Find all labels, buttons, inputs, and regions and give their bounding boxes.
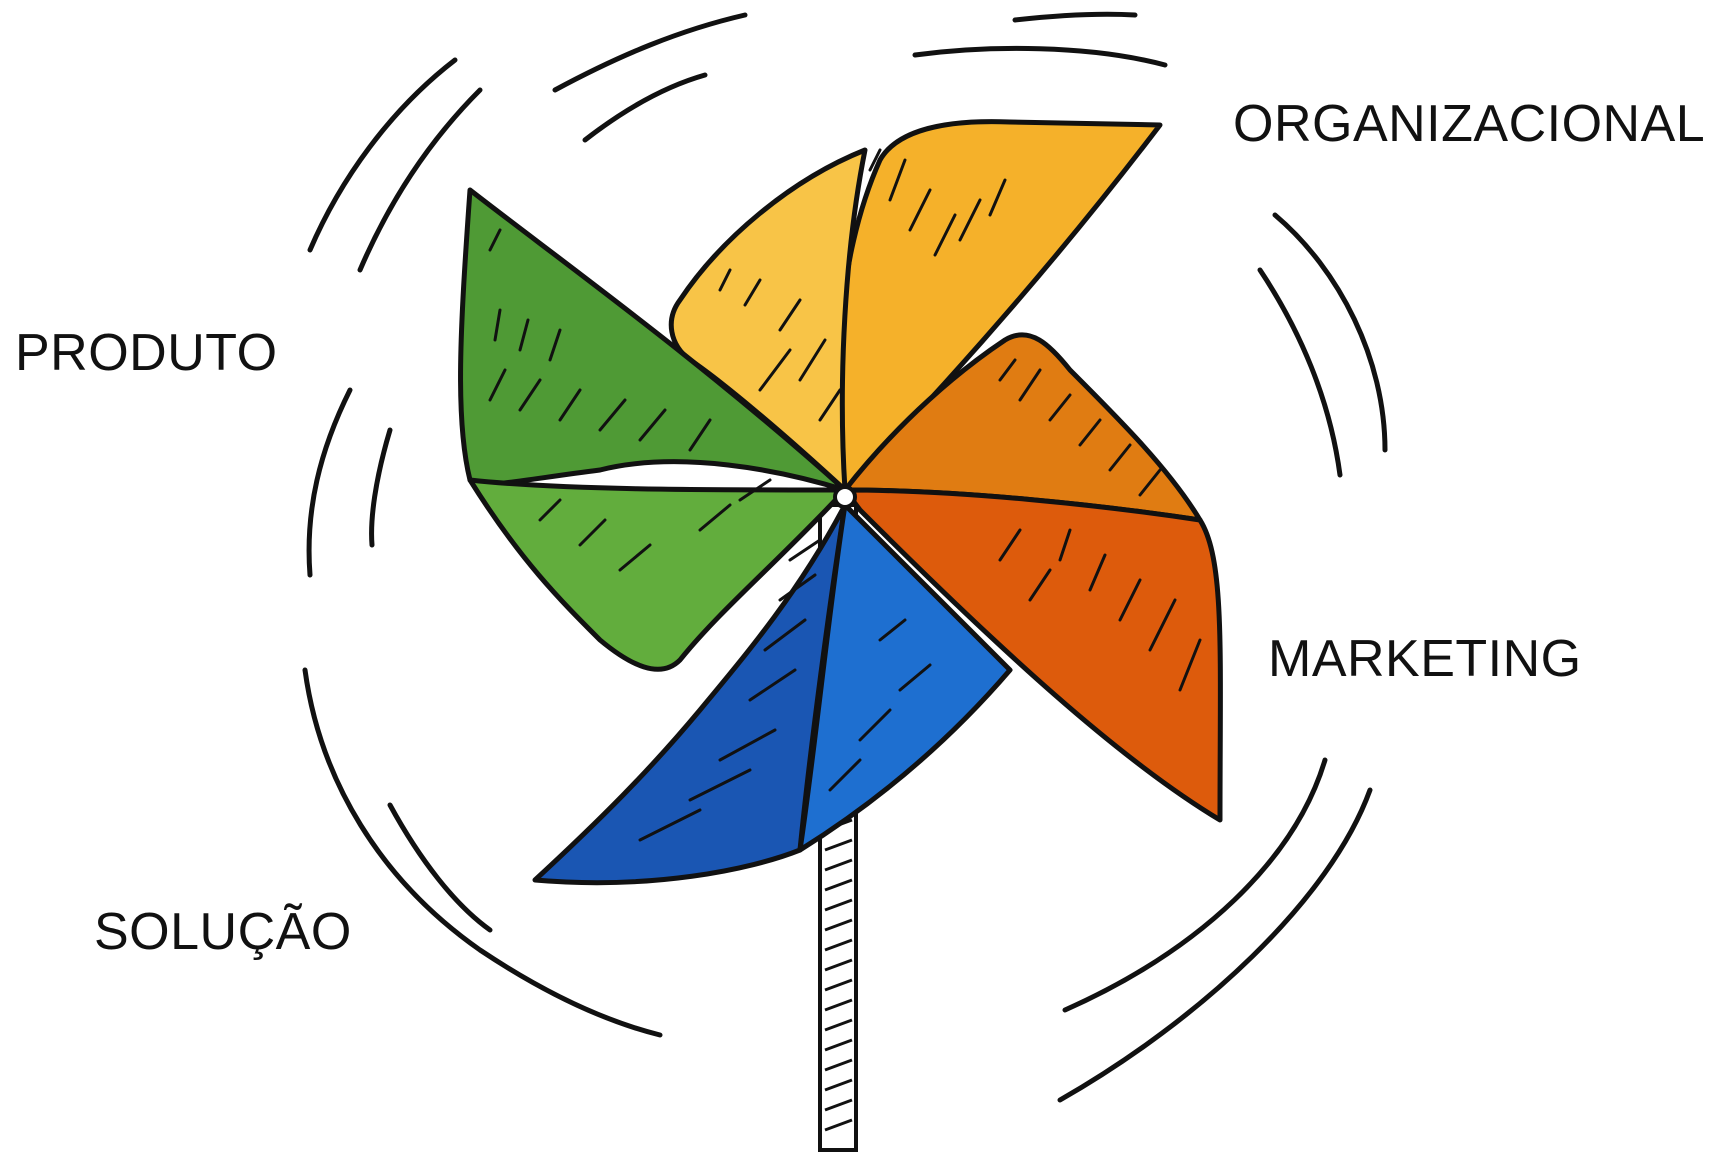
motion-line — [390, 805, 490, 930]
label-produto: PRODUTO — [15, 327, 278, 379]
motion-line — [1060, 790, 1370, 1100]
label-organizacional: ORGANIZACIONAL — [1233, 98, 1705, 150]
pinwheel-center-pin — [835, 487, 855, 507]
motion-line — [360, 90, 480, 270]
motion-line — [372, 430, 390, 545]
label-solucao: SOLUÇÃO — [94, 906, 352, 958]
motion-line — [585, 75, 705, 140]
motion-line — [915, 48, 1165, 65]
motion-line — [555, 15, 745, 90]
motion-line — [1015, 14, 1135, 20]
motion-line — [1260, 270, 1340, 475]
motion-line — [309, 390, 350, 575]
label-marketing: MARKETING — [1268, 633, 1582, 685]
